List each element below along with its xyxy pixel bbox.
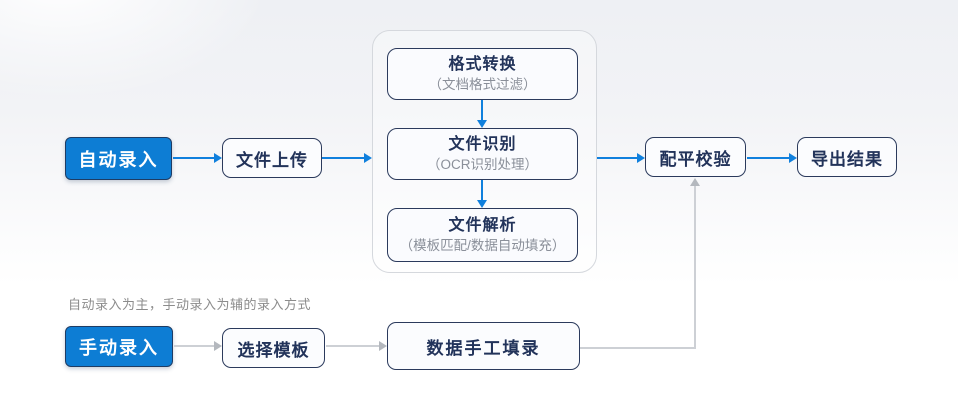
format-convert-title: 格式转换 xyxy=(448,55,517,73)
flow-description-note: 自动录入为主，手动录入为辅的录入方式 xyxy=(68,297,312,312)
upload-label: 文件上传 xyxy=(236,150,308,170)
file-recognition-subtitle: （OCR识别处理） xyxy=(427,156,538,172)
select-template-label: 选择模板 xyxy=(237,340,310,360)
auto-entry-label: 自动录入 xyxy=(78,149,159,170)
balance-check-node: 配平校验 xyxy=(645,137,746,177)
export-result-label: 导出结果 xyxy=(811,149,883,169)
format-convert-node: 格式转换 （文档格式过滤） xyxy=(387,48,578,100)
file-parse-node: 文件解析 （模板匹配/数据自动填充） xyxy=(387,208,578,262)
balance-check-label: 配平校验 xyxy=(659,149,732,169)
manual-entry-label: 手动录入 xyxy=(79,337,159,358)
select-template-node: 选择模板 xyxy=(222,328,325,368)
format-convert-subtitle: （文档格式过滤） xyxy=(428,76,537,92)
auto-entry-node: 自动录入 xyxy=(65,137,172,180)
manual-fill-node: 数据手工填录 xyxy=(387,322,580,370)
manual-entry-node: 手动录入 xyxy=(65,326,173,367)
manual-fill-label: 数据手工填录 xyxy=(426,338,541,358)
file-parse-title: 文件解析 xyxy=(448,216,517,234)
export-result-node: 导出结果 xyxy=(797,137,897,177)
file-recognition-node: 文件识别 （OCR识别处理） xyxy=(387,128,578,180)
upload-node: 文件上传 xyxy=(222,138,322,178)
file-parse-subtitle: （模板匹配/数据自动填充） xyxy=(399,237,566,253)
file-recognition-title: 文件识别 xyxy=(448,135,517,153)
